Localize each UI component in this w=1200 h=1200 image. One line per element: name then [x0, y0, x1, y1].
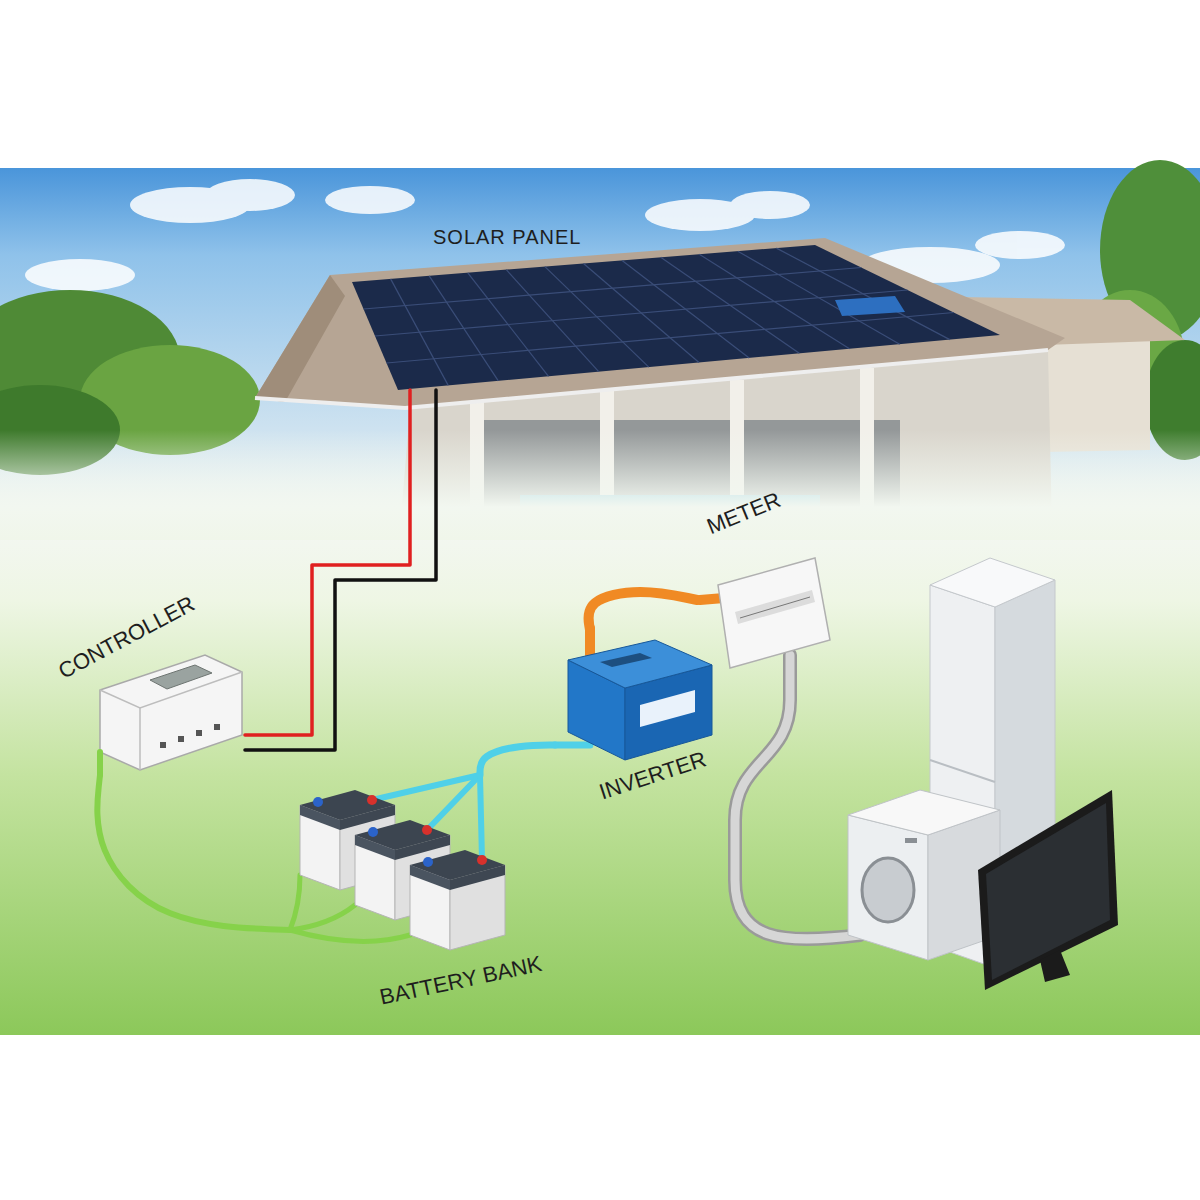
component-label: BATTERY BANK [377, 951, 544, 1010]
background [0, 168, 1200, 1035]
washing-machine [848, 790, 1000, 960]
wire-connector [588, 592, 697, 630]
inverter-device [568, 640, 712, 760]
component-label: CONTROLLER [54, 591, 199, 684]
meter-group: METER [697, 481, 850, 675]
wire-connector [245, 390, 436, 750]
component-label: SOLAR PANEL [433, 226, 581, 249]
component-label: INVERTER [596, 746, 709, 804]
wire-connector [97, 775, 290, 930]
controller-group: CONTROLLER [48, 585, 245, 775]
fade [0, 430, 1200, 540]
dc-cable [480, 745, 555, 775]
ac-cable [588, 592, 697, 630]
grey-cable [735, 655, 860, 939]
television [978, 790, 1118, 990]
inverter-group: INVERTER [555, 630, 715, 820]
component-label: METER [703, 487, 784, 539]
wire-connector [480, 745, 555, 775]
negative-wire [245, 390, 436, 750]
positive-wire [245, 390, 410, 735]
controller-device [100, 655, 242, 770]
battery-cable [97, 775, 290, 930]
solar-panel-group: SOLAR PANEL [340, 220, 1020, 390]
battery-bank-group: BATTERY BANK [290, 775, 550, 1016]
solar-panel-array [352, 245, 1000, 390]
battery-bank [300, 790, 505, 950]
meter-panel [718, 558, 830, 668]
